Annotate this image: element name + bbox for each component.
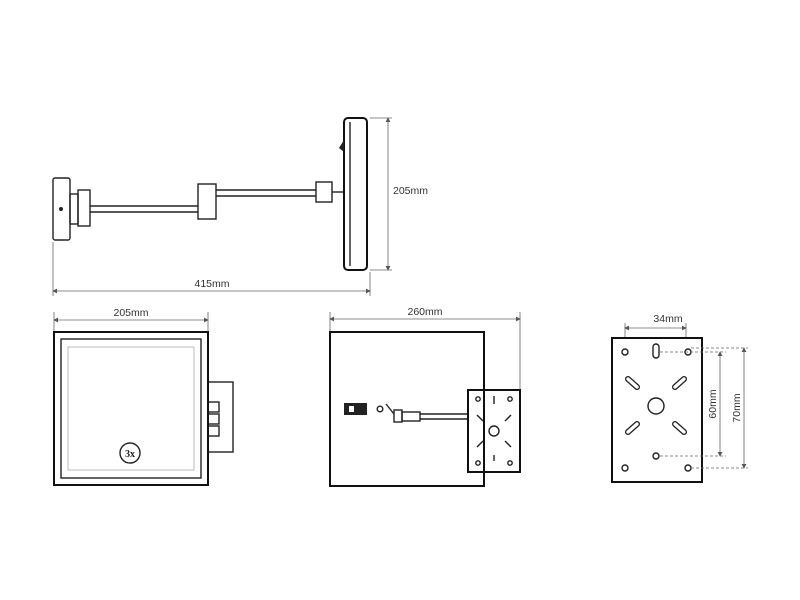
plate-inner-height-label: 60mm — [707, 389, 719, 418]
mirror-frame-inner — [60, 338, 202, 479]
bottom-hole — [652, 452, 660, 460]
rear-block-1 — [207, 401, 220, 413]
plate-width-label: 34mm — [653, 313, 682, 325]
rear-block-3 — [207, 425, 220, 437]
center-hole — [647, 397, 665, 415]
plate-slot — [476, 440, 484, 448]
magnification-label: 3x — [125, 449, 135, 460]
plate-hole — [475, 396, 481, 402]
corner-hole — [684, 464, 692, 472]
mirror-frame-outer — [53, 331, 209, 486]
plate-center-hole — [488, 425, 500, 437]
plate-hole — [475, 460, 481, 466]
plate-slot — [504, 414, 512, 422]
mirror-glass — [67, 346, 195, 471]
mirror-edge — [343, 117, 368, 271]
side-length-label: 415mm — [194, 278, 229, 290]
rear-block-2 — [207, 413, 220, 425]
top-width-label: 260mm — [407, 306, 442, 318]
top-slot — [652, 343, 660, 359]
plate-slot — [504, 440, 512, 448]
front-view: 205mm 3x — [53, 307, 234, 486]
switch-led — [376, 405, 384, 413]
plate-slot — [476, 414, 484, 422]
arm-joint-1 — [77, 189, 91, 227]
plate-outer-height-label: 70mm — [731, 393, 743, 422]
power-switch-icon — [344, 403, 367, 415]
top-view: 260mm — [329, 306, 521, 487]
corner-hole — [621, 464, 629, 472]
mounting-plate — [467, 389, 521, 473]
cable-tail — [385, 403, 395, 415]
arm-elbow-joint — [197, 183, 217, 220]
rear-plate — [207, 381, 234, 453]
corner-hole — [621, 348, 629, 356]
cable-connector — [401, 411, 421, 422]
mirror-body — [329, 331, 485, 487]
mounting-plate-detail: 34mm 60mm 70mm — [611, 313, 748, 483]
side-height-label: 205mm — [393, 185, 428, 197]
hinge-block — [69, 193, 79, 225]
cable-plug — [393, 409, 403, 423]
magnification-badge — [119, 442, 141, 464]
front-width-label: 205mm — [113, 307, 148, 319]
plate-hole — [507, 460, 513, 466]
mirror-switch — [339, 140, 344, 152]
mirror-joint — [315, 181, 333, 203]
plate-screw — [59, 207, 63, 211]
plate-outline — [611, 337, 703, 483]
switch-indicator — [349, 406, 354, 412]
plate-hole — [507, 396, 513, 402]
side-view: 205mm 415mm — [52, 117, 428, 296]
